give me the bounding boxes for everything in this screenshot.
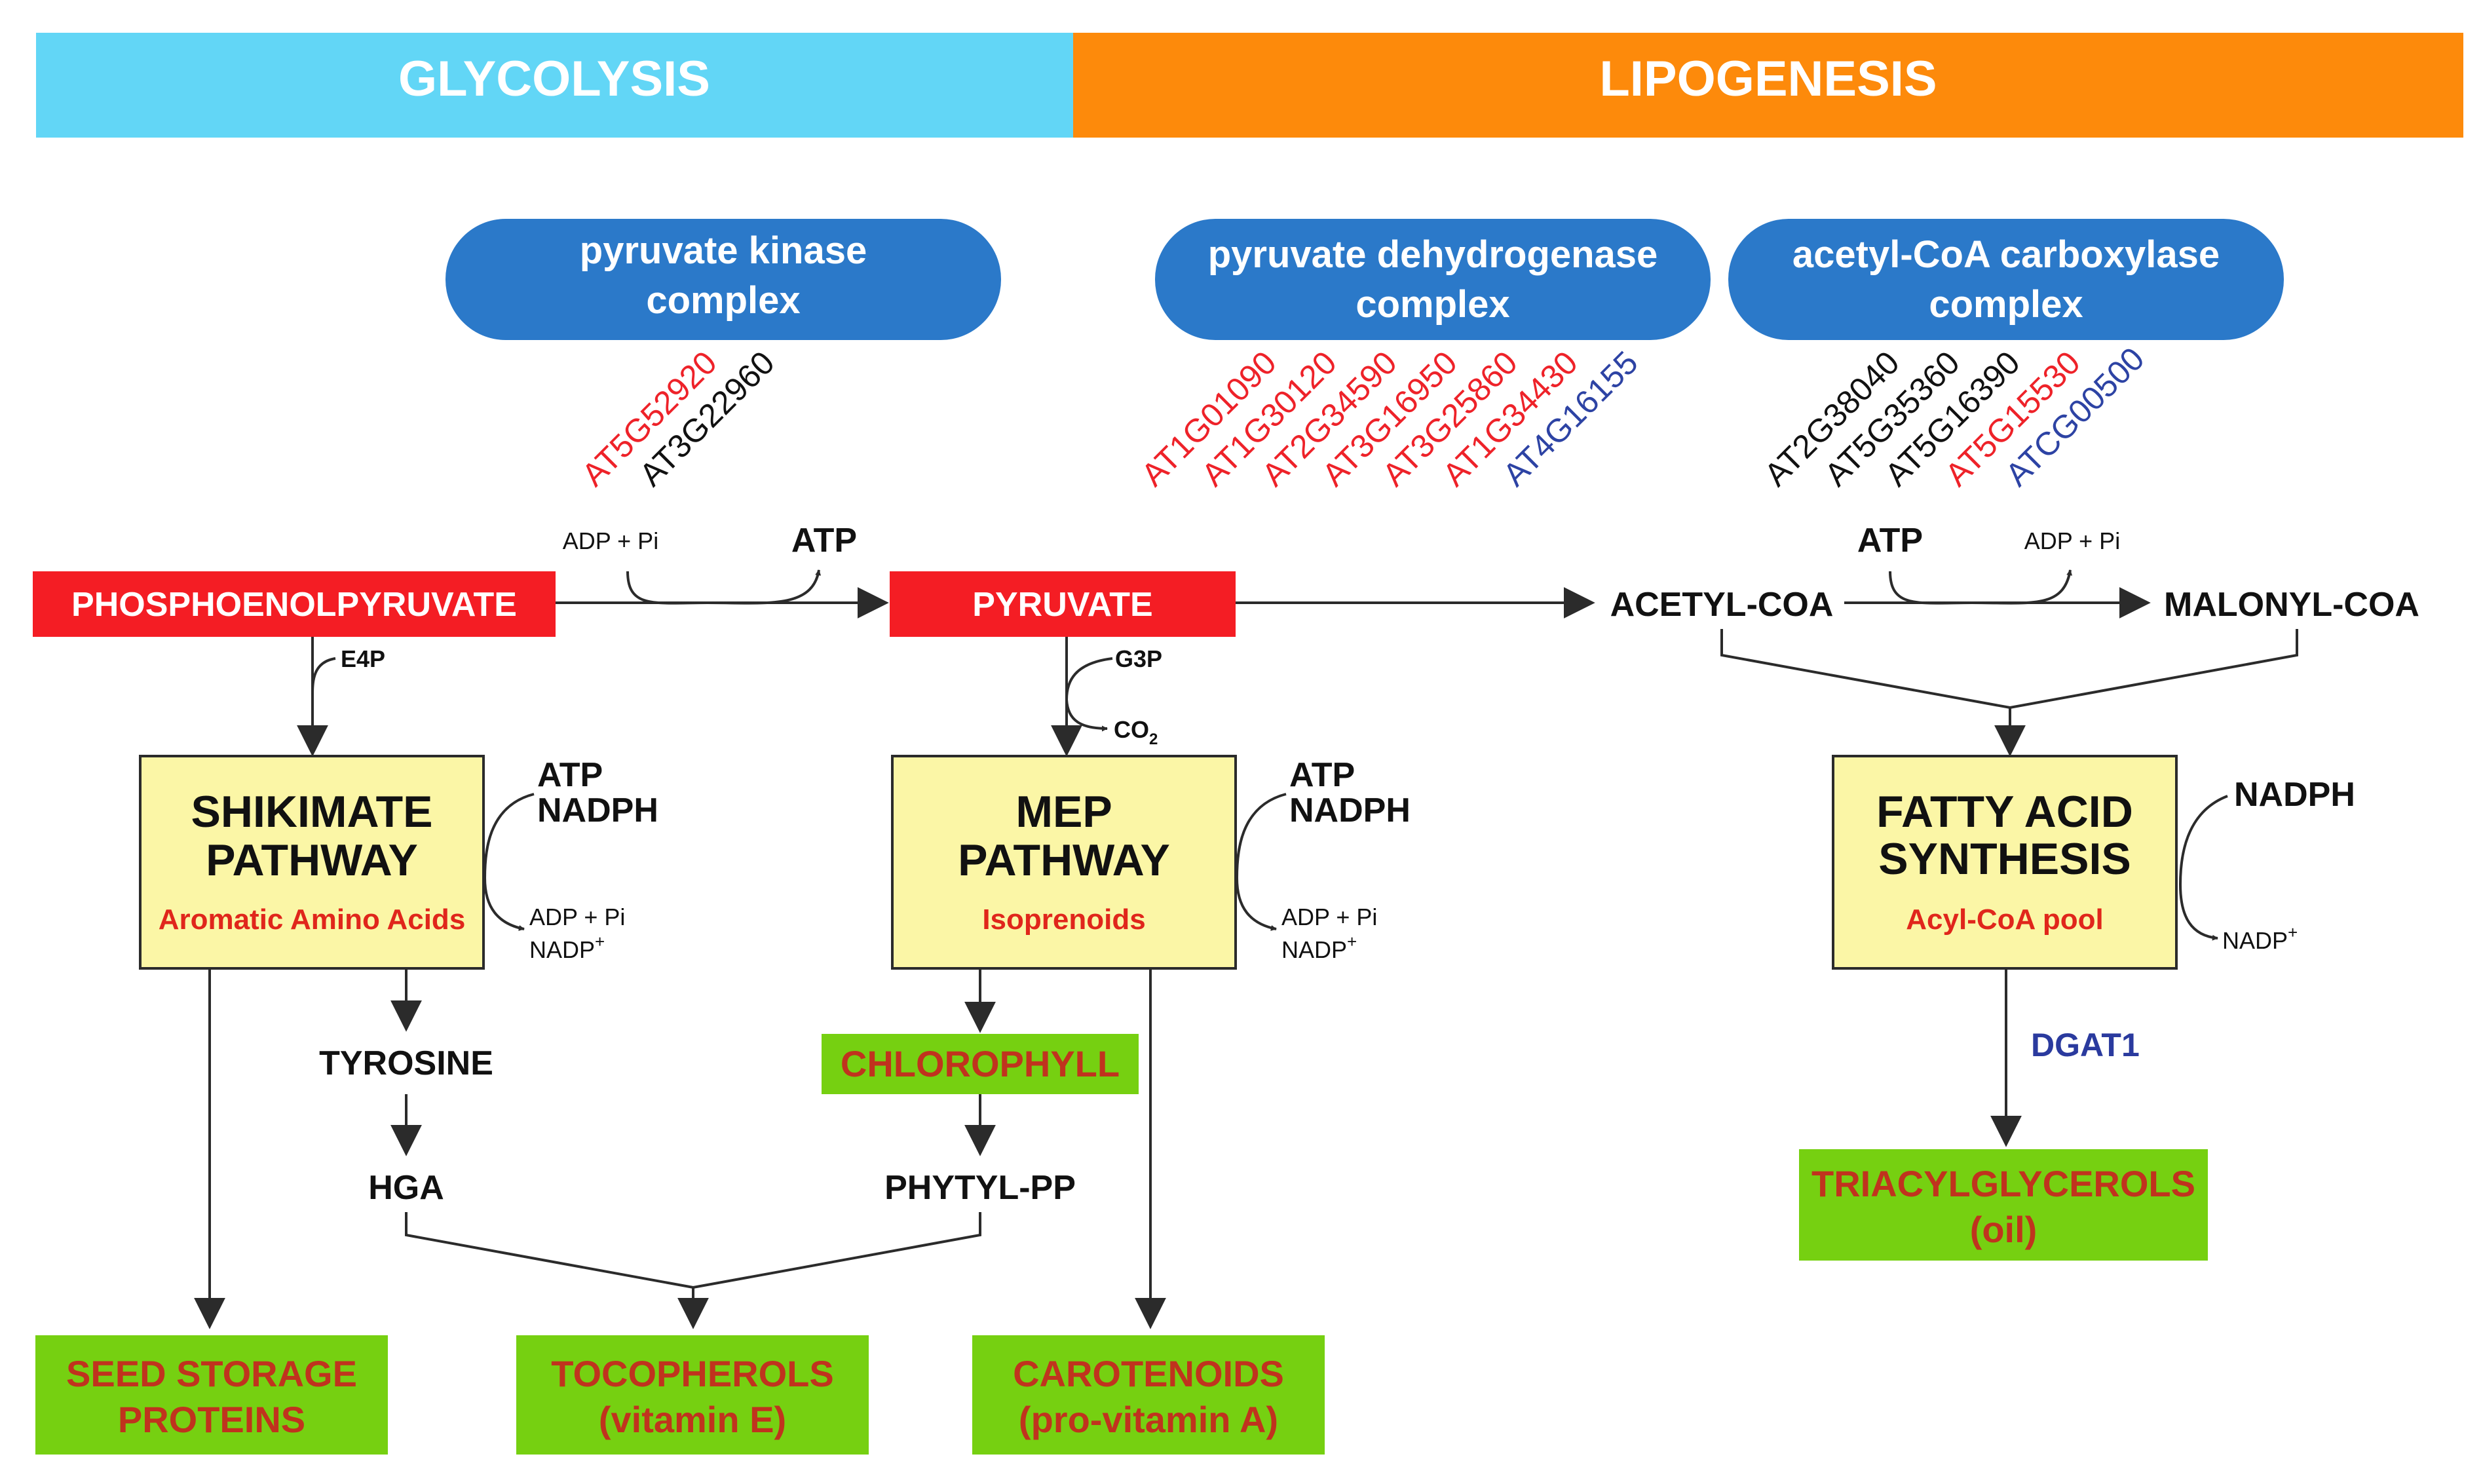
chlorophyll-box	[822, 1034, 1139, 1094]
fas-nadp-sup: +	[2288, 923, 2298, 942]
co2-curve	[1065, 699, 1108, 732]
shikimate-nadp: NADP+	[529, 932, 605, 963]
shikimate-atp: ATP	[537, 756, 603, 794]
fas-title-2: SYNTHESIS	[1878, 834, 2131, 884]
shikimate-nadph: NADPH	[537, 791, 658, 829]
co2-label: CO2	[1114, 716, 1158, 748]
fas-cofactor-curve	[2178, 795, 2228, 941]
fas-product: Acyl-CoA pool	[1906, 904, 2103, 936]
acc-atp: ATP	[1857, 522, 1923, 560]
acetyl-coa-label: ACETYL-COA	[1610, 586, 1834, 624]
carotenoids-line-1: CAROTENOIDS	[1013, 1353, 1284, 1394]
mep-adp-pi: ADP + Pi	[1281, 904, 1377, 930]
acetyl-coa-carboxylase-label-1: acetyl-CoA carboxylase	[1792, 233, 2220, 276]
acetyl-coa-carboxylase-pill	[1728, 219, 2284, 340]
fas-title-1: FATTY ACID	[1876, 787, 2133, 837]
carotenoids-box	[972, 1335, 1325, 1455]
mep-nadp-sup: +	[1347, 932, 1357, 951]
pyruvate-label: PYRUVATE	[972, 586, 1152, 624]
fas-box	[1832, 755, 2178, 970]
seed-storage-box	[35, 1335, 388, 1455]
hga-phytyl-merge	[405, 1212, 981, 1289]
pyruvate-kinase-label-1: pyruvate kinase	[580, 229, 867, 272]
fas-nadp: NADP+	[2222, 923, 2298, 954]
mep-cofactor-curve	[1235, 793, 1287, 931]
pyruvate-kinase-pill	[445, 219, 1001, 340]
carotenoids-line-2: (pro-vitamin A)	[1019, 1399, 1278, 1440]
pk-atp: ATP	[791, 522, 857, 560]
g3p-label: G3P	[1115, 645, 1162, 672]
pdh-gene-list: AT1G01090AT1G30120AT2G34590AT3G16950AT3G…	[1134, 344, 1645, 493]
pyruvate-box	[890, 571, 1236, 637]
glycolysis-bar	[36, 33, 1073, 138]
shikimate-box	[139, 755, 485, 970]
dgat1-label: DGAT1	[2031, 1027, 2140, 1063]
seed-storage-line-1: SEED STORAGE	[66, 1353, 357, 1394]
mep-title-2: PATHWAY	[958, 835, 1170, 885]
chlorophyll-label: CHLOROPHYLL	[841, 1043, 1120, 1084]
pk-cofactor-curve	[626, 569, 822, 605]
malonyl-coa-label: MALONYL-COA	[2164, 586, 2419, 624]
e4p-curve	[311, 657, 336, 695]
mep-nadp: NADP+	[1281, 932, 1357, 963]
tocopherols-line-1: TOCOPHEROLS	[551, 1353, 833, 1394]
fas-nadph: NADPH	[2234, 776, 2355, 814]
triacylglycerols-box	[1799, 1149, 2208, 1261]
acc-gene-list: AT2G38040AT5G35360AT5G16390AT5G15530ATCG…	[1757, 340, 2151, 493]
mep-box	[891, 755, 1237, 970]
triacylglycerols-line-2: (oil)	[1970, 1209, 2038, 1250]
pk-adp-pi: ADP + Pi	[563, 527, 658, 554]
glycolysis-title: GLYCOLYSIS	[398, 51, 710, 107]
acc-cofactor-curve	[1889, 569, 2073, 605]
tocopherols-box	[516, 1335, 869, 1455]
pyruvate-dehydrogenase-pill	[1155, 219, 1711, 340]
e4p-label: E4P	[341, 645, 385, 672]
hga-label: HGA	[368, 1169, 444, 1207]
pyruvate-dehydrogenase-label-2: complex	[1355, 283, 1509, 326]
shikimate-adp-pi: ADP + Pi	[529, 904, 625, 930]
lipogenesis-bar	[1073, 33, 2463, 138]
mep-atp: ATP	[1289, 756, 1355, 794]
acc-adp-pi: ADP + Pi	[2024, 527, 2120, 554]
pep-label: PHOSPHOENOLPYRUVATE	[71, 586, 517, 624]
phytyl-pp-label: PHYTYL-PP	[884, 1169, 1076, 1207]
seed-storage-line-2: PROTEINS	[118, 1399, 305, 1440]
shikimate-nadp-sup: +	[595, 932, 605, 951]
tyrosine-label: TYROSINE	[319, 1044, 493, 1082]
pyruvate-dehydrogenase-label-1: pyruvate dehydrogenase	[1208, 233, 1658, 276]
mep-title-1: MEP	[1015, 787, 1112, 837]
pyruvate-kinase-label-2: complex	[646, 279, 800, 322]
mep-nadph: NADPH	[1289, 791, 1411, 829]
tocopherols-line-2: (vitamin E)	[599, 1399, 786, 1440]
shikimate-cofactor-curve	[483, 793, 535, 931]
shikimate-product: Aromatic Amino Acids	[159, 904, 466, 936]
triacylglycerols-line-1: TRIACYLGLYCEROLS	[1811, 1163, 2195, 1204]
lipogenesis-title: LIPOGENESIS	[1599, 51, 1937, 107]
co2-subscript: 2	[1149, 731, 1158, 748]
acetyl-malonyl-merge	[1720, 629, 2298, 710]
g3p-curve	[1065, 657, 1113, 700]
shikimate-title-2: PATHWAY	[206, 835, 418, 885]
acetyl-coa-carboxylase-label-2: complex	[1929, 283, 2083, 326]
mep-product: Isoprenoids	[982, 904, 1145, 936]
pep-box	[33, 571, 556, 637]
shikimate-title-1: SHIKIMATE	[191, 787, 433, 837]
